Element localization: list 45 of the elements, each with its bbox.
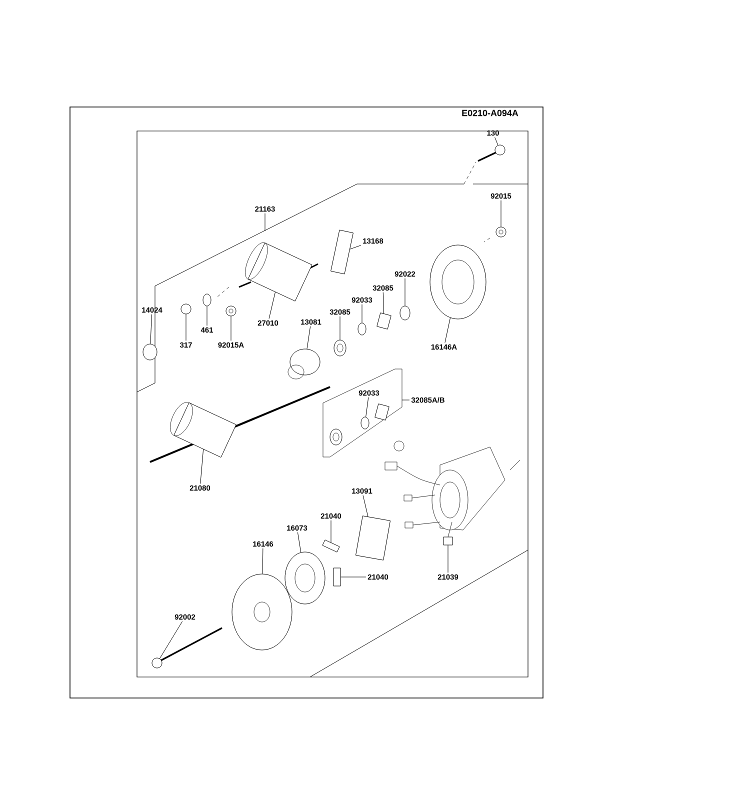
armature	[174, 402, 236, 458]
leader-line	[350, 245, 362, 250]
plate	[284, 552, 326, 604]
leader-line	[366, 397, 369, 418]
leader-line	[306, 326, 311, 350]
nut	[496, 226, 506, 238]
washer	[400, 306, 410, 320]
solenoid	[248, 242, 312, 302]
leader-line	[494, 137, 498, 146]
stop-collar	[376, 312, 392, 330]
drawing-number: E0210-A094A	[462, 110, 518, 116]
pinion	[290, 348, 320, 376]
cap	[142, 344, 158, 360]
washer	[334, 340, 346, 356]
leader-line	[206, 306, 208, 326]
brush-holder	[355, 516, 390, 560]
connector	[443, 536, 453, 546]
leader-line	[268, 292, 276, 319]
washer	[330, 428, 342, 446]
leader-line	[262, 548, 264, 574]
leader-line	[297, 532, 302, 553]
spring	[333, 568, 341, 586]
spring	[322, 540, 340, 552]
leader-line	[150, 314, 152, 344]
leader-line	[404, 278, 406, 306]
leader-line	[230, 316, 232, 341]
leader-line	[382, 292, 384, 314]
leader-line	[500, 200, 502, 227]
front-housing	[430, 244, 486, 320]
leader-line	[362, 495, 368, 517]
leader-line	[264, 213, 266, 232]
lever	[330, 230, 354, 274]
leader-line	[159, 621, 183, 659]
leader-line	[444, 318, 451, 343]
leader-line	[330, 520, 332, 543]
nut	[226, 306, 236, 316]
leader-line	[200, 449, 204, 484]
stop-collar	[374, 404, 390, 420]
ring	[360, 416, 370, 430]
ring	[358, 322, 366, 336]
bolt-head	[152, 658, 162, 668]
nut	[180, 304, 192, 314]
bolt-head	[494, 144, 506, 156]
leader-line	[340, 576, 366, 578]
washer	[202, 294, 212, 306]
